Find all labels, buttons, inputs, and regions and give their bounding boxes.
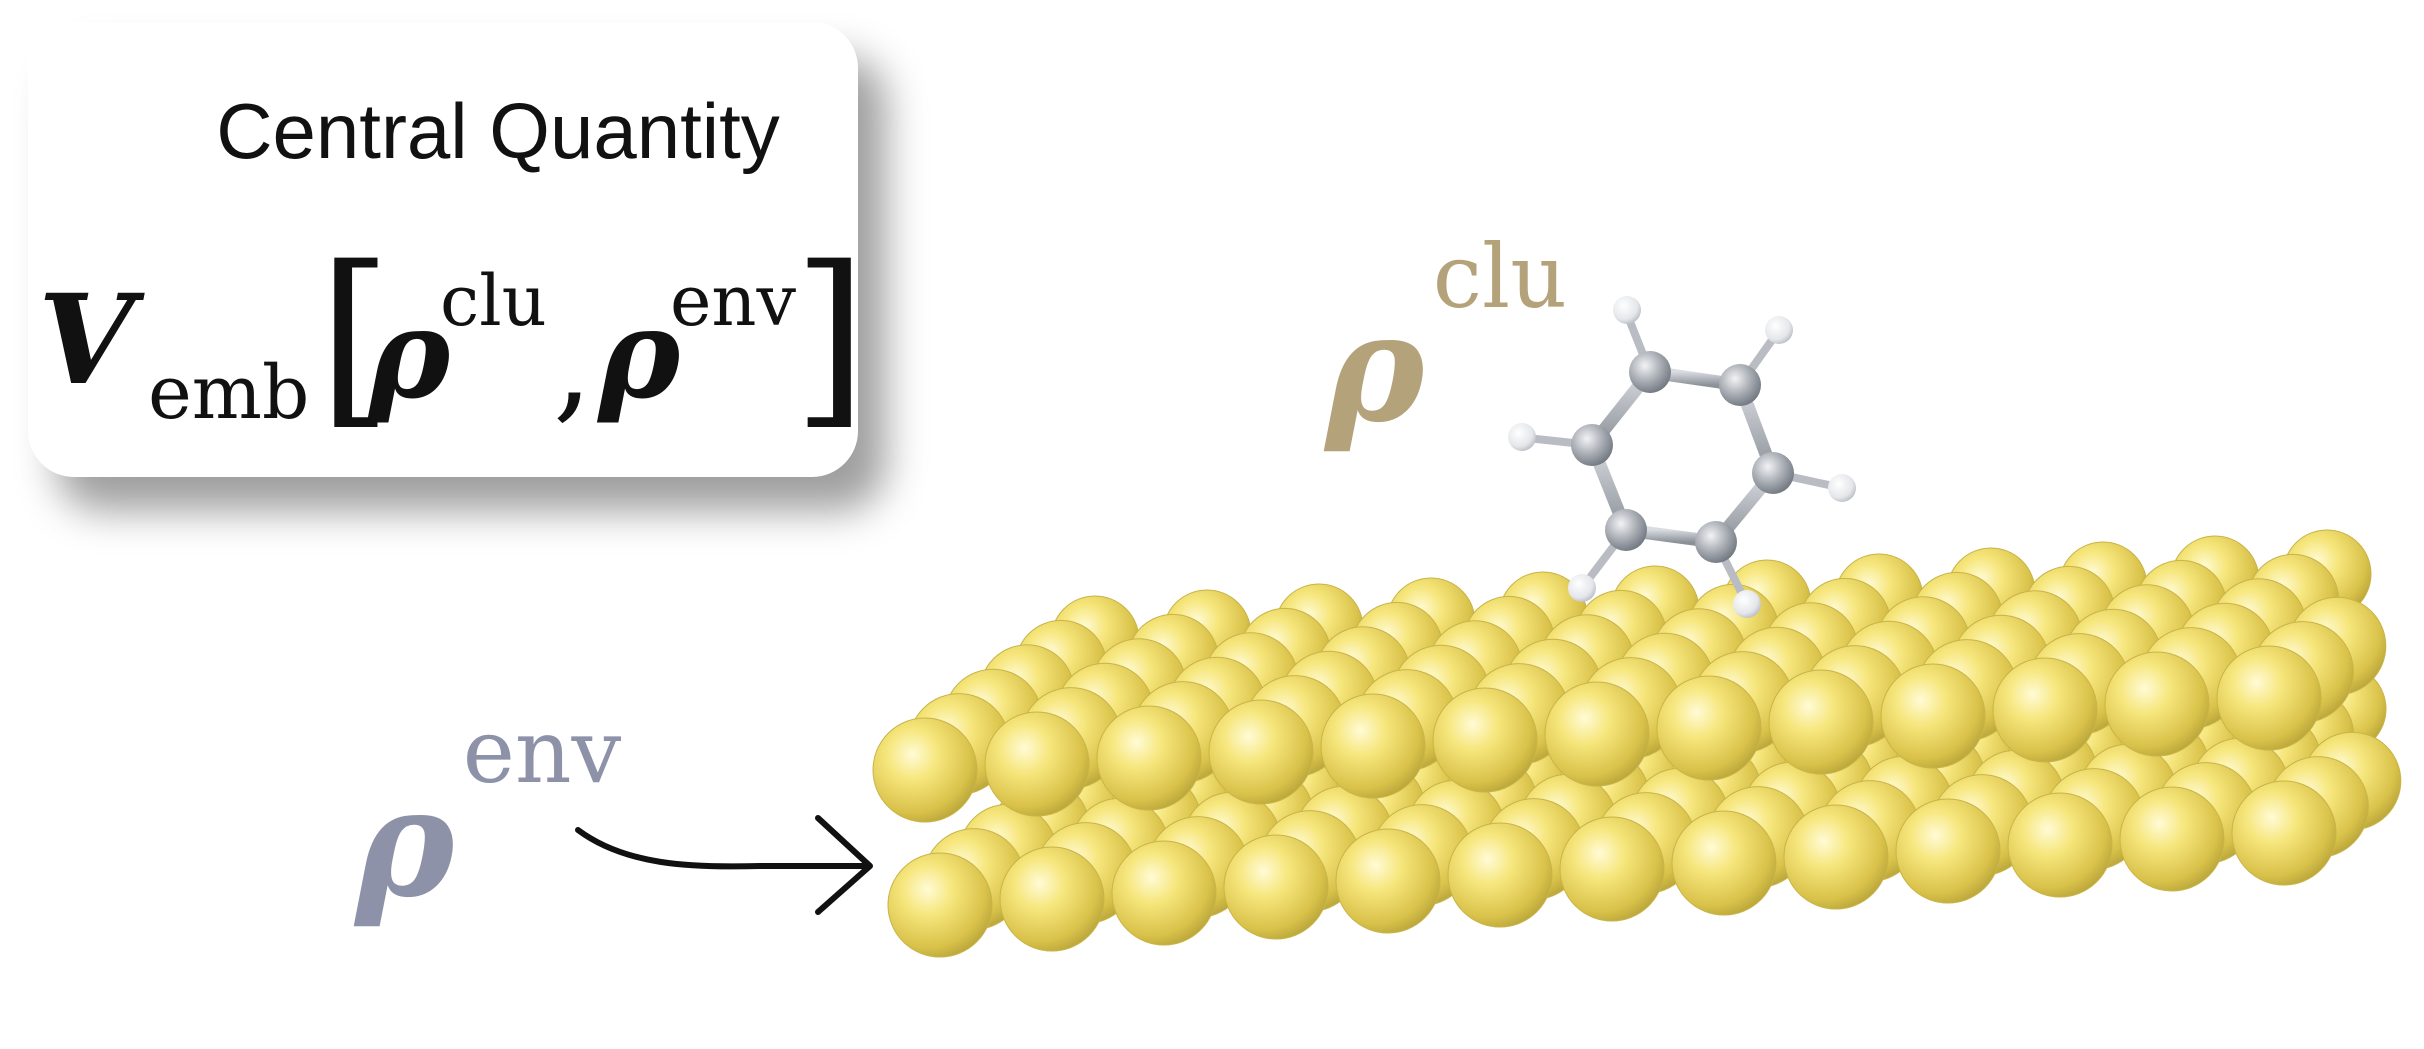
central-quantity-card: Central Quantity V emb [ ρ clu , ρ env ]	[28, 22, 867, 477]
formula-v-symbol: V	[38, 268, 135, 413]
gold-atom	[984, 711, 1090, 817]
gold-surface-slab-icon	[872, 529, 2402, 958]
formula-emb-subscript: emb	[148, 350, 310, 436]
benzene-molecule-icon	[1508, 296, 1856, 618]
environment-density-label: ρenv	[355, 700, 621, 931]
formula-left-bracket: [	[318, 226, 393, 447]
embedding-potential-formula: V emb [ ρ clu , ρ env ]	[28, 226, 867, 462]
gold-atom	[1880, 663, 1986, 769]
card-title: Central Quantity	[216, 87, 780, 175]
gold-atom	[1656, 675, 1762, 781]
formula-comma: ,	[553, 292, 593, 436]
formula-rho-env-symbol: ρ	[598, 282, 681, 427]
environment-superscript: env	[462, 700, 622, 803]
formula-env-superscript: env	[670, 260, 797, 342]
environment-rho-symbol: ρ	[355, 755, 455, 931]
gold-atom	[1895, 798, 2001, 904]
gold-atom	[1096, 705, 1202, 811]
formula-clu-superscript: clu	[440, 260, 547, 342]
cluster-superscript: clu	[1432, 225, 1567, 328]
gold-atom	[1432, 687, 1538, 793]
cluster-rho-symbol: ρ	[1325, 280, 1425, 456]
gold-atom	[1335, 828, 1441, 934]
gold-atom	[2007, 792, 2113, 898]
gold-atom	[1783, 804, 1889, 910]
gold-atom	[1768, 669, 1874, 775]
gold-atom	[2231, 780, 2337, 886]
arrow-right-icon	[575, 815, 873, 915]
formula-right-bracket: ]	[793, 226, 868, 447]
gold-atom	[1208, 699, 1314, 805]
formula-rho-clu-symbol: ρ	[368, 282, 451, 427]
gold-atom	[1671, 810, 1777, 916]
gold-atom	[1320, 693, 1426, 799]
gold-atom	[887, 852, 993, 958]
gold-atom	[1447, 822, 1553, 928]
gold-atom	[1111, 840, 1217, 946]
gold-atom	[1223, 834, 1329, 940]
cluster-density-label: ρclu	[1325, 225, 1567, 456]
gold-atom	[1559, 816, 1665, 922]
gold-atom	[999, 846, 1105, 952]
gold-atom	[2216, 645, 2322, 751]
gold-atom	[2104, 651, 2210, 757]
gold-atom	[872, 717, 978, 823]
gold-atom	[1992, 657, 2098, 763]
gold-atom	[2119, 786, 2225, 892]
gold-atom	[1544, 681, 1650, 787]
